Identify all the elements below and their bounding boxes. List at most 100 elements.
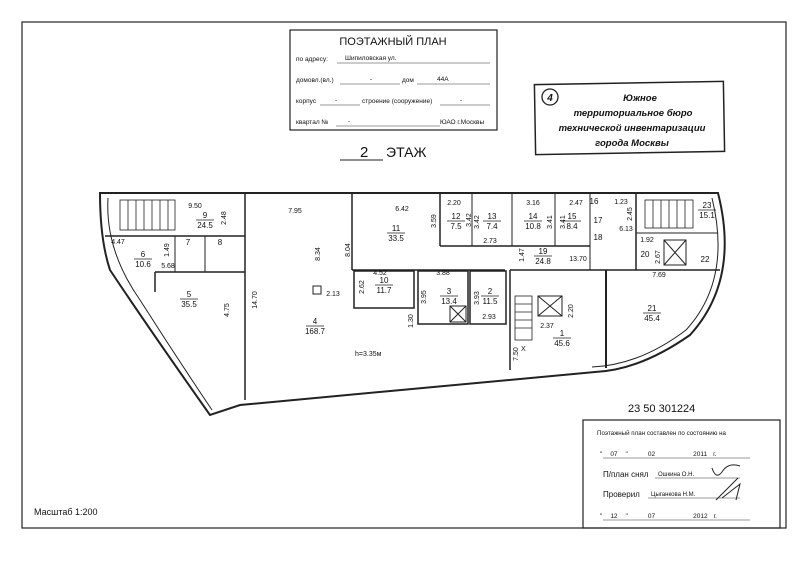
dimension-label: 2.67: [655, 250, 662, 264]
dimension-label: 1.49: [164, 243, 171, 257]
dimension-label: 1.92: [640, 237, 654, 244]
room-number: 12: [452, 212, 461, 221]
stamp-line: территориальное бюро: [574, 108, 693, 119]
dimension-label: 9.50: [188, 203, 202, 210]
dimension-label: 7.95: [288, 208, 302, 215]
room-number: 17: [594, 216, 603, 225]
dimension-label: 2.20: [568, 304, 575, 318]
room-number: 10: [380, 276, 389, 285]
dimension-label: 1.30: [408, 314, 415, 328]
inventory-number: 23 50 301224: [628, 403, 695, 415]
plan-heading: ПОЭТАЖНЫЙ ПЛАН: [339, 35, 446, 48]
room-number: 8: [218, 238, 223, 247]
signature: [715, 477, 741, 501]
dimension-labels: 9.502.484.471.495.684.7514.707.958.342.1…: [111, 199, 666, 361]
room-number: 19: [539, 247, 548, 256]
stamp-line: Южное: [623, 93, 657, 104]
room-area: 11.5: [483, 297, 499, 306]
surveyed-by: Ошкина О.Н.: [658, 472, 694, 478]
room-area: 168.7: [305, 327, 326, 336]
dimension-label: 3.16: [526, 200, 540, 207]
room-number: 7: [186, 238, 191, 247]
room-number: 1: [560, 329, 565, 338]
room-area: 7.4: [486, 222, 498, 231]
address-value: Шипиловская ул.: [345, 55, 397, 62]
room-number: 11: [392, 224, 401, 233]
room-number: 5: [187, 290, 192, 299]
room-number: 18: [594, 233, 603, 242]
room-area: 11.7: [377, 286, 393, 295]
address-label: по адресу:: [296, 56, 328, 63]
dimension-label: 3.41: [547, 215, 554, 229]
room-number: 3: [447, 287, 452, 296]
dimension-label: 13.70: [569, 256, 587, 263]
dimension-label: 2.73: [483, 238, 497, 245]
room-number: 16: [590, 197, 599, 206]
dimension-label: 8.04: [345, 243, 352, 257]
room-number: 23: [703, 201, 712, 210]
dimension-label: 2.20: [447, 200, 461, 207]
dimension-label: 4.75: [224, 303, 231, 317]
room-area: 10.6: [135, 260, 151, 269]
room-number: 2: [488, 287, 493, 296]
room-area: 45.4: [644, 314, 660, 323]
dimension-label: 5.68: [161, 263, 175, 270]
room-number: 15: [568, 212, 577, 221]
room-area: 24.5: [197, 221, 213, 230]
kvartal-value: -: [348, 118, 350, 125]
dimension-label: 2.48: [221, 211, 228, 225]
room-area: 45.6: [554, 339, 570, 348]
room-number: 4: [313, 317, 318, 326]
dimension-label: 3.93: [474, 291, 481, 305]
district: ЮАО г.Москвы: [440, 119, 484, 126]
room-area: 35.5: [181, 300, 197, 309]
dimension-label: 4.47: [111, 239, 125, 246]
domovl-value: -: [370, 76, 372, 83]
ceiling-height-note: h=3.35м: [355, 351, 382, 358]
korpus-value: -: [335, 97, 337, 104]
room-number: 6: [141, 250, 146, 259]
dimension-label: 3.42: [466, 213, 473, 227]
dimension-label: 3.59: [431, 214, 438, 228]
sheet-frame: [21, 21, 787, 529]
title-block: ПОЭТАЖНЫЙ ПЛАН по адресу: Шипиловская ул…: [289, 29, 498, 131]
dimension-label: 7.69: [652, 272, 666, 279]
domovl-label: домовл.(вл.): [296, 77, 334, 84]
dimension-label: 1.47: [519, 248, 526, 262]
signature: [711, 464, 741, 476]
floor-plan: [98, 192, 726, 417]
stamp-line: города Москвы: [595, 138, 669, 149]
room-number: 13: [488, 212, 497, 221]
dimension-label: 2.45: [627, 207, 634, 221]
stamp-number: 4: [546, 93, 553, 104]
dimension-label: 3.88: [436, 270, 450, 277]
floor-number: 2: [360, 144, 368, 161]
stamp-line: технической инвентаризации: [559, 123, 706, 134]
room-number: 20: [641, 250, 650, 259]
kvartal-label: квартал №: [296, 119, 328, 126]
korpus-label: корпус: [296, 98, 317, 105]
room-number: 21: [648, 304, 657, 313]
dimension-label: 2.47: [569, 200, 583, 207]
stroenie-value: -: [460, 97, 462, 104]
room-area: 15.1: [699, 211, 715, 220]
checked-by: Цыганкова Н.М.: [651, 492, 696, 498]
dom-value: 44А: [437, 76, 449, 83]
status-heading: Поэтажный план составлен по состоянию на: [597, 430, 726, 437]
dimension-label: 2.37: [540, 323, 554, 330]
surveyed-label: П/план снял: [603, 470, 649, 479]
bti-stamp: 4 Южное территориальное бюро технической…: [533, 80, 726, 156]
room-area: 7.5: [450, 222, 462, 231]
room-number: 9: [203, 211, 208, 220]
dimension-label: 3.42: [474, 215, 481, 229]
dimension-label: 6.42: [395, 206, 409, 213]
room-area: 13.4: [441, 297, 457, 306]
dimension-label: 6.13: [619, 226, 633, 233]
room-number: 14: [529, 212, 538, 221]
dimension-label: 4.52: [373, 270, 387, 277]
plan-marker: X: [521, 346, 526, 353]
